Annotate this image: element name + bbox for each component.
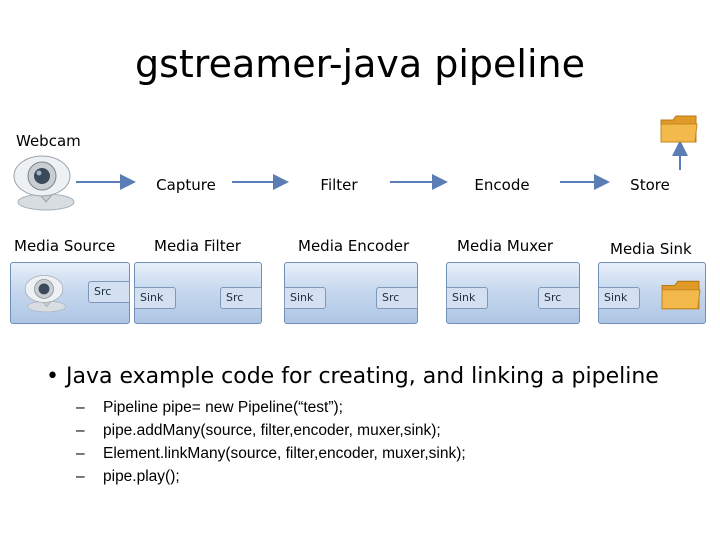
pad-src: Src bbox=[376, 287, 418, 309]
bullet-point: • Java example code for creating, and lin… bbox=[46, 364, 659, 389]
stage-filter: Filter bbox=[320, 176, 358, 194]
element-label-sink: Media Sink bbox=[610, 240, 692, 258]
code-line: –Pipeline pipe= new Pipeline(“test”); bbox=[76, 399, 343, 416]
stage-capture: Capture bbox=[156, 176, 216, 194]
page-title: gstreamer-java pipeline bbox=[134, 42, 586, 86]
pad-sink: Sink bbox=[284, 287, 326, 309]
pad-sink: Sink bbox=[134, 287, 176, 309]
stage-store: Store bbox=[630, 176, 670, 194]
pad-src: Src bbox=[220, 287, 262, 309]
element-media-encoder: Sink Src bbox=[284, 262, 418, 324]
element-media-muxer: Sink Src bbox=[446, 262, 580, 324]
folder-icon bbox=[660, 115, 698, 143]
element-label-source: Media Source bbox=[14, 237, 116, 255]
pad-src: Src bbox=[538, 287, 580, 309]
element-media-sink: Sink bbox=[598, 262, 706, 324]
webcam-label: Webcam bbox=[16, 132, 81, 150]
pad-sink: Sink bbox=[446, 287, 488, 309]
element-label-filter: Media Filter bbox=[154, 237, 241, 255]
pad-src: Src bbox=[88, 281, 130, 303]
bullet-text: Java example code for creating, and link… bbox=[66, 364, 659, 389]
code-line: –pipe.play(); bbox=[76, 468, 180, 485]
element-label-encoder: Media Encoder bbox=[298, 237, 410, 255]
element-label-muxer: Media Muxer bbox=[457, 237, 554, 255]
bullet-marker: • bbox=[46, 364, 59, 389]
stage-encode: Encode bbox=[474, 176, 530, 194]
folder-icon bbox=[661, 280, 701, 310]
code-line: –Element.linkMany(source, filter,encoder… bbox=[76, 445, 466, 462]
code-list: –Pipeline pipe= new Pipeline(“test”); –p… bbox=[76, 399, 466, 491]
webcam-icon bbox=[13, 155, 75, 211]
element-media-filter: Sink Src bbox=[134, 262, 262, 324]
webcam-icon bbox=[24, 275, 66, 313]
element-media-source: Src bbox=[10, 262, 130, 324]
code-line: –pipe.addMany(source, filter,encoder, mu… bbox=[76, 422, 441, 439]
pad-sink: Sink bbox=[598, 287, 640, 309]
